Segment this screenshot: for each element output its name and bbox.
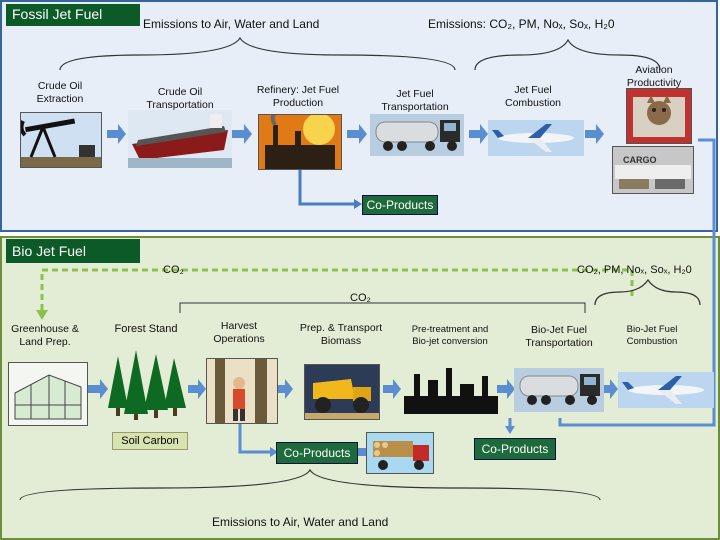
stage-crude-oil-extraction: Crude Oil Extraction (36, 80, 84, 106)
bio-co2-mid: CO₂ (350, 292, 371, 304)
bio-co-products-1: Co-Products (276, 442, 358, 464)
fossil-co-products: Co-Products (362, 195, 438, 215)
stage-forest-stand: Forest Stand (114, 323, 178, 335)
stage-jet-fuel-combustion: Jet Fuel Combustion (504, 84, 562, 110)
bio-emissions-bottom: Emissions to Air, Water and Land (212, 515, 389, 529)
logger-icon (206, 358, 278, 424)
bio-title: Bio Jet Fuel (6, 239, 140, 263)
stage-greenhouse: Greenhouse & Land Prep. (11, 323, 79, 349)
soil-carbon-label: Soil Carbon (112, 432, 188, 450)
dump-truck-icon (304, 364, 380, 420)
oil-pump-icon (20, 112, 102, 168)
fossil-emissions-right: Emissions: CO₂, PM, Noₓ, Soₓ, H₂0 (428, 17, 615, 31)
bio-emissions-right: CO₂, PM, Noₓ, Soₓ, H₂0 (577, 264, 692, 276)
bio-co2-left: CO₂ (163, 264, 184, 276)
cargo-icon (626, 88, 692, 144)
bio-co-products-2: Co-Products (474, 438, 556, 460)
greenhouse-icon (8, 362, 88, 426)
stage-bio-jet-transportation: Bio-Jet Fuel Transportation (525, 324, 593, 350)
refinery-icon (258, 114, 342, 170)
stage-harvest: Harvest Operations (213, 320, 265, 346)
stage-aviation-productivity: Aviation Productivity (626, 64, 682, 90)
fossil-panel (0, 0, 718, 232)
forest-icon (106, 348, 188, 422)
cargo-plane-icon: CARGO (612, 146, 694, 194)
stage-bio-jet-combustion: Bio-Jet Fuel Combustion (626, 324, 678, 347)
stage-pretreatment: Pre-treatment and Bio-jet conversion (411, 324, 489, 347)
airplane-icon (488, 120, 584, 156)
tanker-ship-icon (128, 110, 232, 168)
log-truck-icon (366, 432, 434, 474)
tanker-truck-icon (370, 114, 464, 156)
svg-text:CARGO: CARGO (623, 155, 657, 165)
factory-icon (404, 366, 498, 414)
stage-crude-oil-transportation: Crude Oil Transportation (146, 86, 214, 112)
stage-prep-transport: Prep. & Transport Biomass (299, 322, 383, 348)
stage-refinery: Refinery: Jet Fuel Production (256, 84, 340, 110)
fossil-title: Fossil Jet Fuel (6, 4, 140, 26)
bio-airplane-icon (618, 372, 714, 408)
fossil-emissions-left: Emissions to Air, Water and Land (143, 17, 320, 31)
stage-jet-fuel-transportation: Jet Fuel Transportation (381, 88, 449, 114)
bio-tanker-truck-icon (514, 368, 604, 412)
